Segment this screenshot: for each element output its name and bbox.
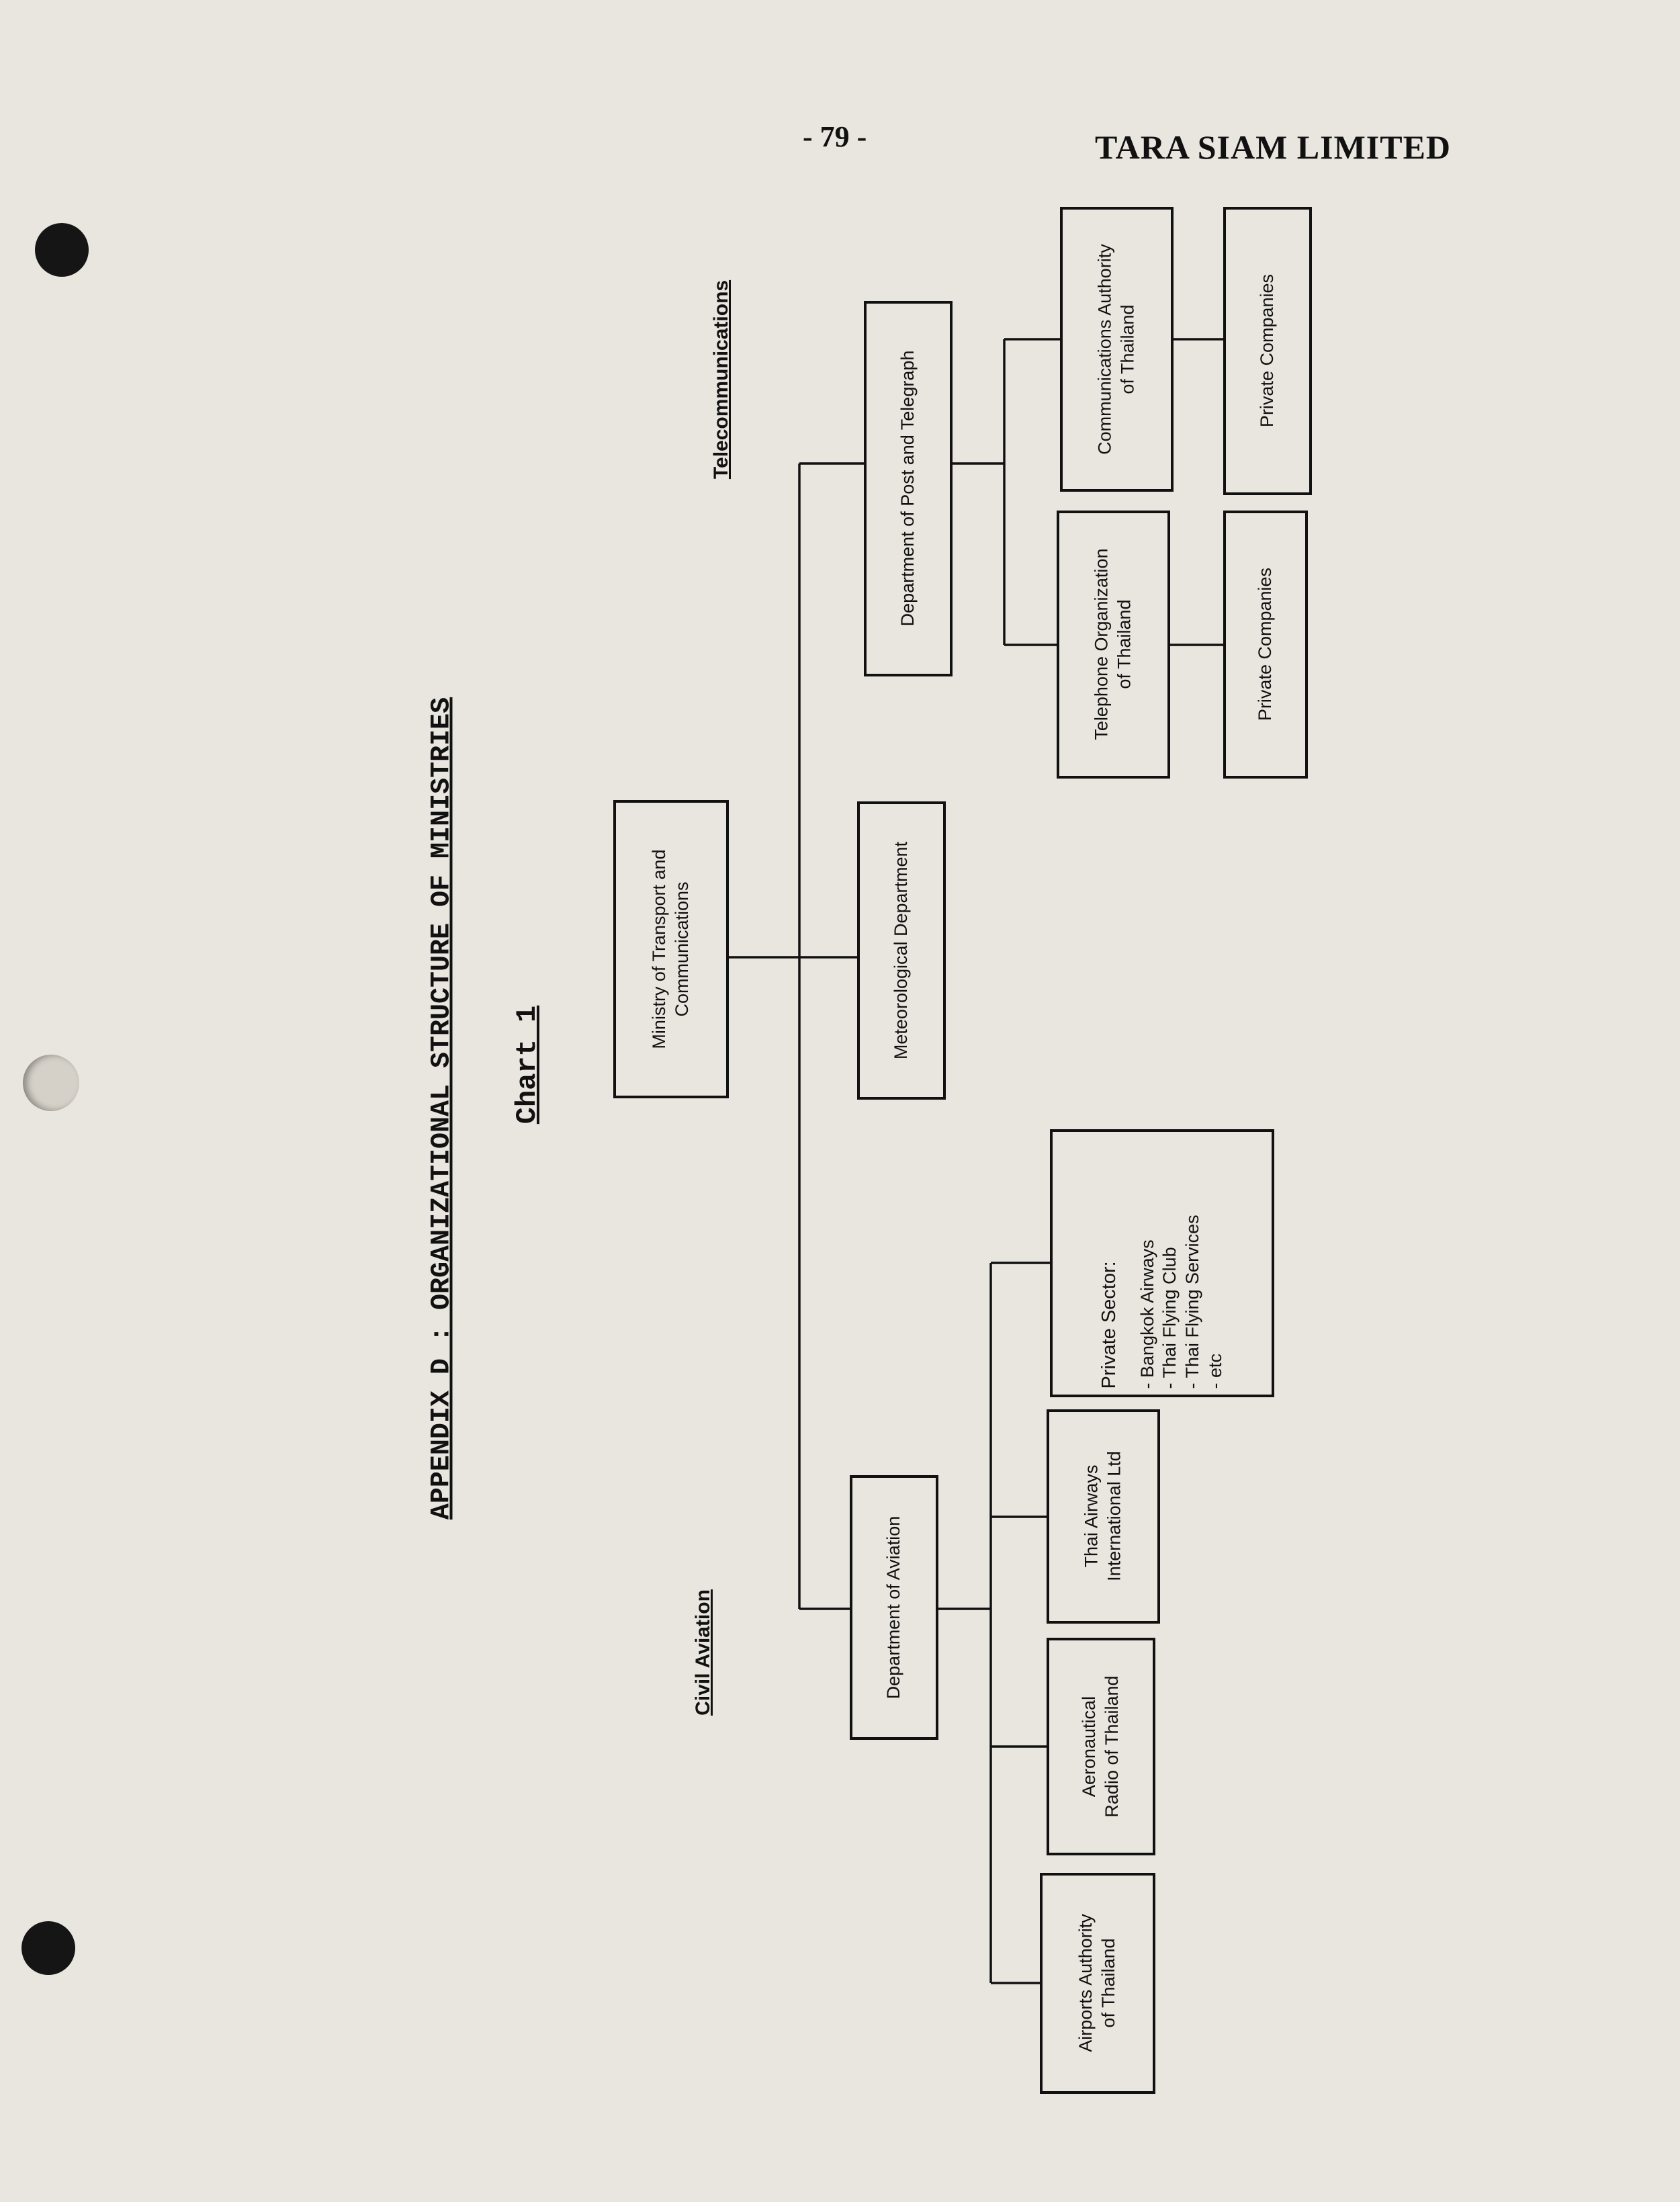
thai-airways-label: Thai Airways International Ltd: [1055, 1417, 1152, 1616]
page-number: - 79 -: [803, 120, 867, 153]
private-sector-item: - Thai Flying Club: [1159, 1247, 1180, 1389]
aero-radio-label-line2: Radio of Thailand: [1102, 1675, 1122, 1818]
cat-label: Communications Authority of Thailand: [1068, 215, 1165, 484]
met-dept-label: Meteorological Department: [865, 809, 938, 1092]
private-companies-tot-label: Private Companies: [1232, 519, 1299, 770]
binder-hole-middle: [23, 1055, 79, 1111]
ministry-label-line1: Ministry of Transport and: [649, 849, 670, 1049]
aero-radio-label: Aeronautical Radio of Thailand: [1054, 1646, 1148, 1847]
private-companies-cat-label: Private Companies: [1234, 215, 1301, 487]
private-companies-tot-label-line1: Private Companies: [1255, 567, 1276, 721]
dept-aviation-label: Department of Aviation: [857, 1483, 931, 1732]
met-dept-box: [857, 801, 946, 1100]
private-sector-item: - Thai Flying Services: [1182, 1215, 1203, 1389]
airports-label: Airports Authority of Thailand: [1047, 1881, 1148, 2086]
private-companies-cat-label-line1: Private Companies: [1257, 273, 1278, 428]
cat-label-line1: Communications Authority: [1094, 244, 1115, 455]
dept-post-box: [864, 301, 953, 676]
private-sector-item: - etc: [1204, 1353, 1225, 1389]
company-name: TARA SIAM LIMITED: [1095, 128, 1452, 166]
tot-label: Telephone Organization of Thailand: [1065, 519, 1162, 770]
private-sector-title: Private Sector:: [1098, 1261, 1120, 1389]
private-companies-cat-box: [1223, 207, 1312, 495]
binder-hole-bottom: [21, 1921, 75, 1975]
ministry-label-line2: Communications: [672, 881, 692, 1017]
ministry-box: [613, 800, 729, 1098]
tot-label-line1: Telephone Organization: [1091, 548, 1112, 740]
cat-box: [1060, 207, 1174, 492]
dept-post-label: Department of Post and Telegraph: [871, 309, 945, 668]
private-sector-item: - Bangkok Airways: [1137, 1239, 1157, 1389]
tot-label-line2: of Thailand: [1114, 599, 1134, 689]
airports-label-line2: of Thailand: [1098, 1938, 1118, 2028]
private-sector-label: Private Sector: - Bangkok Airways - Thai…: [1058, 1137, 1266, 1389]
dept-aviation-box: [850, 1475, 938, 1740]
aero-radio-label-line1: Aeronautical: [1079, 1695, 1100, 1798]
airports-label-line1: Airports Authority: [1075, 1914, 1096, 2052]
thai-airways-label-line2: International Ltd: [1104, 1451, 1124, 1581]
met-dept-label-line1: Meteorological Department: [891, 841, 912, 1060]
dept-aviation-label-line1: Department of Aviation: [883, 1515, 904, 1700]
cat-label-line2: of Thailand: [1117, 304, 1137, 394]
ministry-label: Ministry of Transport and Communications: [621, 808, 721, 1090]
thai-airways-label-line1: Thai Airways: [1081, 1464, 1102, 1568]
dept-post-label-line1: Department of Post and Telegraph: [897, 350, 918, 627]
binder-hole-top: [35, 223, 89, 277]
